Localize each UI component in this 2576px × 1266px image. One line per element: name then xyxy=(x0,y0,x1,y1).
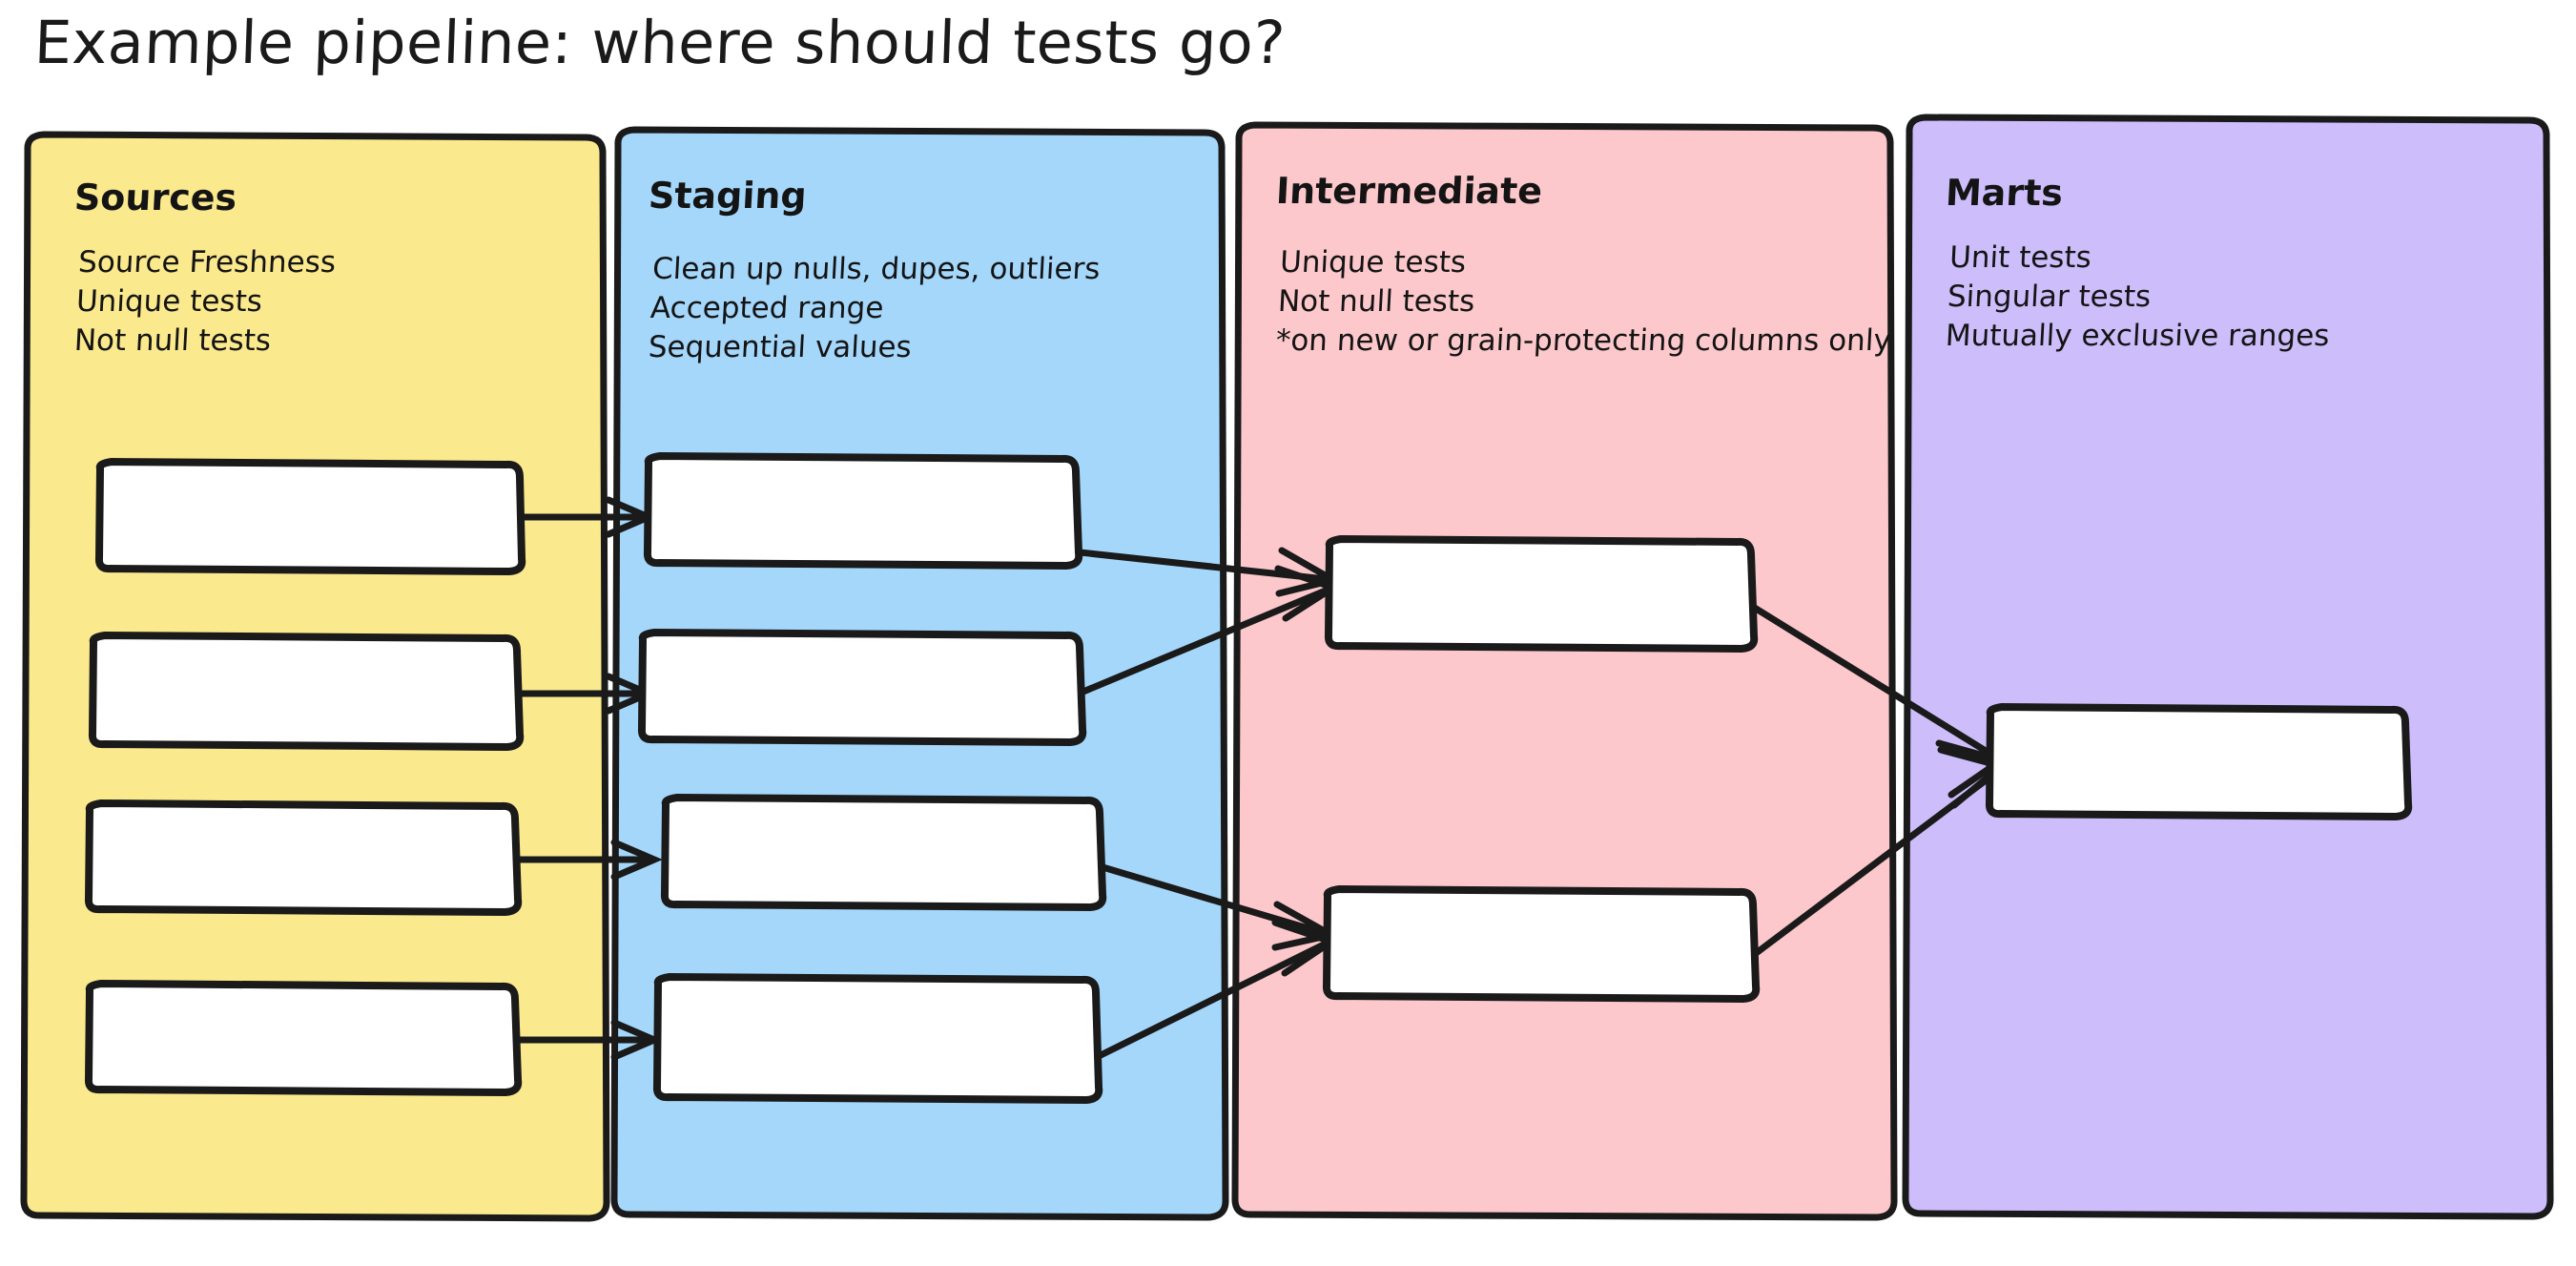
panel-line: Mutually exclusive ranges xyxy=(1944,318,2331,353)
intermediate-node-2[interactable] xyxy=(1322,885,1761,1003)
staging-node-4[interactable] xyxy=(652,973,1103,1104)
panel-line: Not null tests xyxy=(1277,283,1476,319)
panel-line: Clean up nulls, dupes, outliers xyxy=(651,252,1102,286)
panel-label-sources: Sources xyxy=(72,176,238,218)
panel-label-staging: Staging xyxy=(647,175,808,217)
staging-node-1[interactable] xyxy=(643,452,1083,570)
edge-sources-3-staging-3 xyxy=(514,839,663,881)
panel-lines-intermediate: Unique tests Not null tests *on new or g… xyxy=(1275,243,1896,361)
intermediate-node-1[interactable] xyxy=(1324,535,1759,653)
panel-line: Source Freshness xyxy=(77,245,337,280)
panel-line: Unique tests xyxy=(1279,245,1468,280)
sources-node-4[interactable] xyxy=(84,980,523,1096)
marts-node-1[interactable] xyxy=(1985,703,2413,820)
staging-node-3[interactable] xyxy=(660,794,1107,911)
panel-line: Unit tests xyxy=(1948,240,2092,275)
panel-line: *on new or grain-protecting columns only xyxy=(1274,322,1892,358)
panel-line: Not null tests xyxy=(72,322,273,358)
panel-lines-staging: Clean up nulls, dupes, outliers Accepted… xyxy=(648,250,1102,367)
staging-node-2[interactable] xyxy=(637,629,1087,746)
panel-label-marts: Marts xyxy=(1944,172,2065,214)
panel-lines-marts: Unit tests Singular tests Mutually exclu… xyxy=(1945,239,2335,356)
panel-label-intermediate: Intermediate xyxy=(1274,170,1544,212)
panel-line: Unique tests xyxy=(75,283,263,319)
sources-node-3[interactable] xyxy=(84,799,523,916)
panel-marts xyxy=(1902,114,2554,1220)
panel-lines-sources: Source Freshness Unique tests Not null t… xyxy=(73,243,337,361)
sources-node-1[interactable] xyxy=(94,458,526,575)
panel-line: Sequential values xyxy=(647,329,913,364)
sources-node-2[interactable] xyxy=(88,632,525,751)
panel-line: Accepted range xyxy=(649,290,885,325)
panel-line: Singular tests xyxy=(1947,279,2153,314)
